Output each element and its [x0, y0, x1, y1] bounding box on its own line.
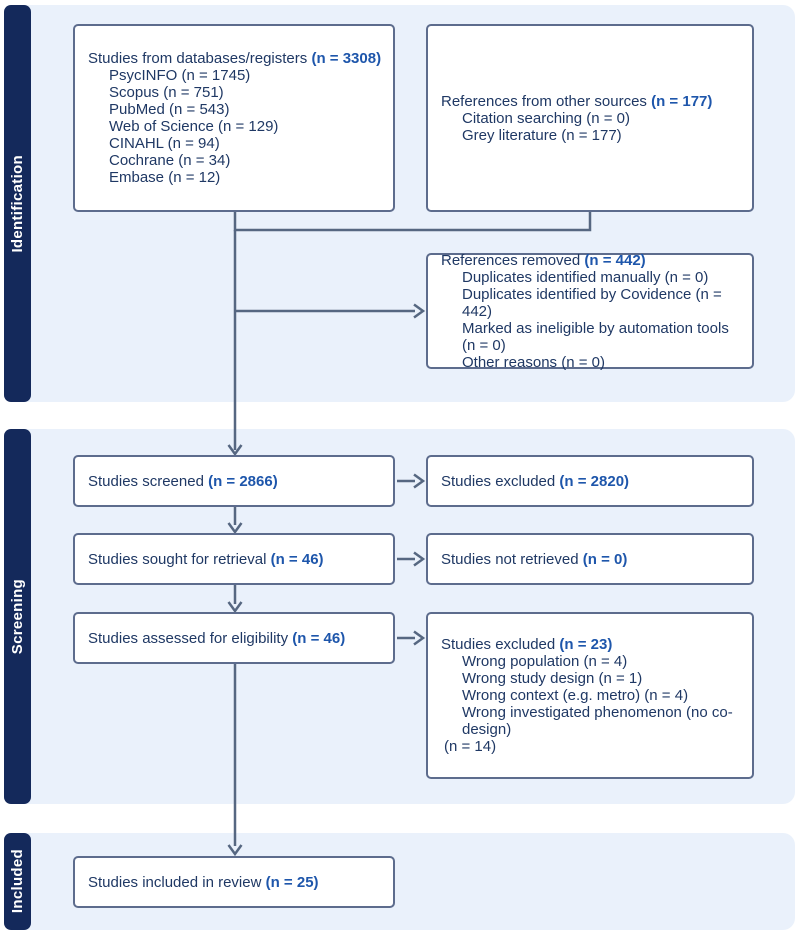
title-text: Studies excluded — [441, 636, 556, 653]
sidebar-label-included: Included — [9, 849, 26, 914]
title-text: Studies sought for retrieval — [88, 550, 267, 568]
title-text: Studies included in review — [88, 873, 262, 891]
title-text: Studies from databases/registers — [88, 50, 308, 67]
count-value: (n = 177) — [651, 92, 713, 110]
box-studies-excluded-screening: Studies excluded (n = 2820) — [426, 455, 754, 507]
list-item: PsycINFO (n = 1745) — [109, 67, 251, 84]
box-references-removed: References removed (n = 442) Duplicates … — [426, 252, 754, 371]
sidebar-included: Included — [4, 833, 31, 930]
title-text: Studies excluded — [441, 472, 556, 490]
count-value: (n = 3308) — [311, 50, 382, 67]
count-value: (n = 23) — [559, 636, 613, 653]
list-item-continuation: (n = 14) — [444, 738, 497, 755]
title-text: Studies assessed for eligibility — [88, 629, 289, 647]
count-value: (n = 46) — [292, 629, 346, 647]
count-value: (n = 46) — [270, 550, 324, 568]
box-title: References from other sources (n = 177) — [441, 93, 744, 110]
title-text: Studies not retrieved — [441, 550, 579, 568]
box-title: Studies included in review (n = 25) — [88, 874, 385, 891]
title-text: References from other sources — [441, 92, 647, 110]
box-studies-not-retrieved: Studies not retrieved (n = 0) — [426, 533, 754, 585]
box-title: Studies screened (n = 2866) — [88, 473, 385, 490]
list-item: Embase (n = 12) — [109, 169, 221, 186]
list-item: CINAHL (n = 94) — [109, 135, 220, 152]
count-value: (n = 2820) — [559, 472, 630, 490]
list-item: PubMed (n = 543) — [109, 101, 230, 118]
sidebar-label-screening: Screening — [9, 578, 26, 655]
count-value: (n = 442) — [584, 251, 646, 269]
count-value: (n = 25) — [265, 873, 319, 891]
sidebar-screening: Screening — [4, 429, 31, 804]
box-studies-excluded-eligibility: Studies excluded (n = 23) Wrong populati… — [426, 612, 754, 779]
list-item: Scopus (n = 751) — [109, 84, 224, 101]
sidebar-identification: Identification — [4, 5, 31, 402]
list-item: Wrong investigated phenomenon (no co-des… — [462, 704, 733, 738]
box-title: Studies excluded (n = 23) — [441, 636, 744, 653]
list-item: Cochrane (n = 34) — [109, 152, 231, 169]
box-title: References removed (n = 442) — [441, 252, 744, 269]
list-item: Web of Science (n = 129) — [109, 118, 279, 135]
box-studies-assessed-eligibility: Studies assessed for eligibility (n = 46… — [73, 612, 395, 664]
list-item: Citation searching (n = 0) — [462, 109, 631, 127]
list-item: Wrong population (n = 4) — [462, 653, 628, 670]
list-item: Marked as ineligible by automation tools… — [462, 319, 729, 354]
box-title: Studies not retrieved (n = 0) — [441, 551, 744, 568]
sidebar-label-identification: Identification — [9, 154, 26, 253]
count-value: (n = 2866) — [208, 472, 278, 490]
box-title: Studies from databases/registers (n = 33… — [88, 50, 385, 67]
box-title: Studies assessed for eligibility (n = 46… — [88, 630, 385, 647]
count-value: (n = 0) — [582, 550, 628, 568]
box-references-other-sources: References from other sources (n = 177) … — [426, 24, 754, 212]
box-studies-from-databases: Studies from databases/registers (n = 33… — [73, 24, 395, 212]
box-studies-screened: Studies screened (n = 2866) — [73, 455, 395, 507]
box-studies-included-review: Studies included in review (n = 25) — [73, 856, 395, 908]
list-item: Duplicates identified manually (n = 0) — [462, 268, 709, 286]
box-studies-sought-retrieval: Studies sought for retrieval (n = 46) — [73, 533, 395, 585]
title-text: Studies screened — [88, 472, 204, 490]
box-title: Studies excluded (n = 2820) — [441, 473, 744, 490]
list-item: Duplicates identified by Covidence (n = … — [462, 285, 722, 320]
list-item: Wrong context (e.g. metro) (n = 4) — [462, 687, 689, 704]
list-item: Grey literature (n = 177) — [462, 126, 622, 144]
list-item: Other reasons (n = 0) — [462, 353, 605, 371]
title-text: References removed — [441, 251, 581, 269]
box-title: Studies sought for retrieval (n = 46) — [88, 551, 385, 568]
list-item: Wrong study design (n = 1) — [462, 670, 643, 687]
